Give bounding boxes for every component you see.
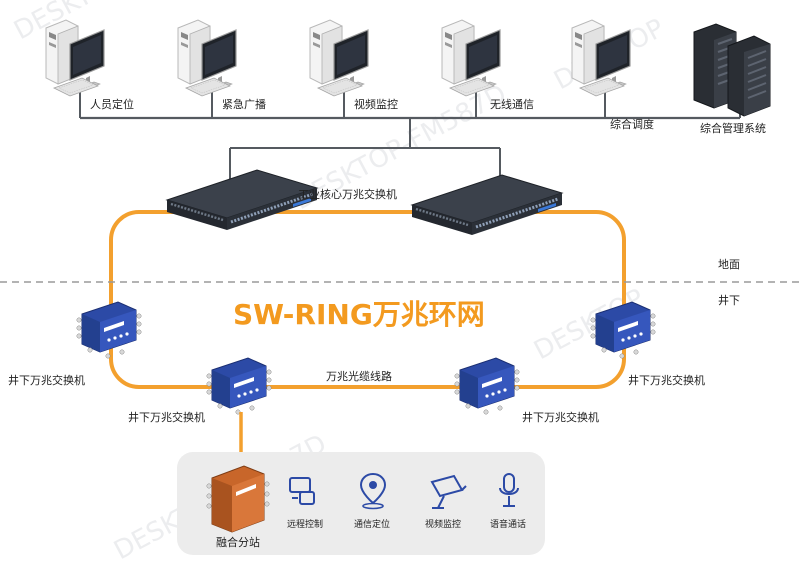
core-switch-right[interactable] <box>410 173 564 237</box>
terminal-video-surveillance[interactable]: 视频监控 <box>309 19 398 111</box>
switch-label: 井下万兆交换机 <box>628 373 705 387</box>
service-label: 语音通话 <box>490 518 526 530</box>
ring-title: SW-RING万兆环网 <box>233 298 485 331</box>
remote-control-icon <box>289 477 315 505</box>
substation-panel <box>177 452 545 555</box>
terminal-integrated-dispatch[interactable]: 综合调度 <box>571 19 654 131</box>
terminal-label: 无线通信 <box>490 97 534 111</box>
blue-switch-icon <box>454 357 520 415</box>
core-switch-icon <box>410 173 564 237</box>
fusion-substation-icon <box>206 465 270 533</box>
switch-label: 井下万兆交换机 <box>128 410 205 424</box>
core-switch-left[interactable] <box>165 168 319 232</box>
camera-icon <box>430 474 467 509</box>
core-switch-label: 工业核心万兆交换机 <box>298 187 397 201</box>
management-label: 综合管理系统 <box>700 121 766 135</box>
core-switch-icon <box>165 168 319 232</box>
server-rack-icon <box>693 23 771 117</box>
service-remote-control[interactable]: 远程控制 <box>287 477 323 530</box>
underground-switch-1[interactable]: 井下万兆交换机 <box>8 301 142 387</box>
terminal-label: 视频监控 <box>354 97 398 111</box>
fiber-ring-path <box>109 210 626 389</box>
desktop-pc-icon <box>45 19 105 97</box>
service-label: 远程控制 <box>287 518 323 530</box>
service-label: 通信定位 <box>354 518 390 530</box>
blue-switch-icon <box>206 357 272 415</box>
underground-switch-3[interactable]: 井下万兆交换机 <box>454 357 599 424</box>
service-label: 视频监控 <box>425 518 461 530</box>
desktop-pc-icon <box>177 19 237 97</box>
service-video-surveillance[interactable]: 视频监控 <box>425 474 467 530</box>
switch-label: 井下万兆交换机 <box>8 373 85 387</box>
underground-switch-4[interactable]: 井下万兆交换机 <box>590 301 705 387</box>
underground-switch-2[interactable]: 井下万兆交换机 <box>128 357 272 424</box>
service-voice-call[interactable]: 语音通话 <box>490 473 526 530</box>
fiber-cable-label: 万兆光缆线路 <box>326 369 392 383</box>
terminal-personnel-positioning[interactable]: 人员定位 <box>45 19 134 111</box>
microphone-icon <box>499 473 519 507</box>
fusion-substation[interactable]: 融合分站 <box>206 465 270 549</box>
terminal-wireless-communication[interactable]: 无线通信 <box>441 19 534 111</box>
integrated-management-system[interactable]: 综合管理系统 <box>693 23 771 135</box>
desktop-pc-icon <box>441 19 501 97</box>
substation-label: 融合分站 <box>216 535 260 549</box>
service-communication-positioning[interactable]: 通信定位 <box>354 472 390 530</box>
desktop-pc-icon <box>309 19 369 97</box>
terminal-label: 人员定位 <box>90 97 134 111</box>
terminal-bus <box>79 92 741 186</box>
location-pin-icon <box>359 472 387 510</box>
terminal-label: 综合调度 <box>610 117 654 131</box>
zone-underground-label: 井下 <box>718 293 740 307</box>
zone-surface-label: 地面 <box>718 258 740 271</box>
terminal-emergency-broadcast[interactable]: 紧急广播 <box>177 19 266 111</box>
switch-label: 井下万兆交换机 <box>522 410 599 424</box>
terminal-label: 紧急广播 <box>222 97 266 111</box>
